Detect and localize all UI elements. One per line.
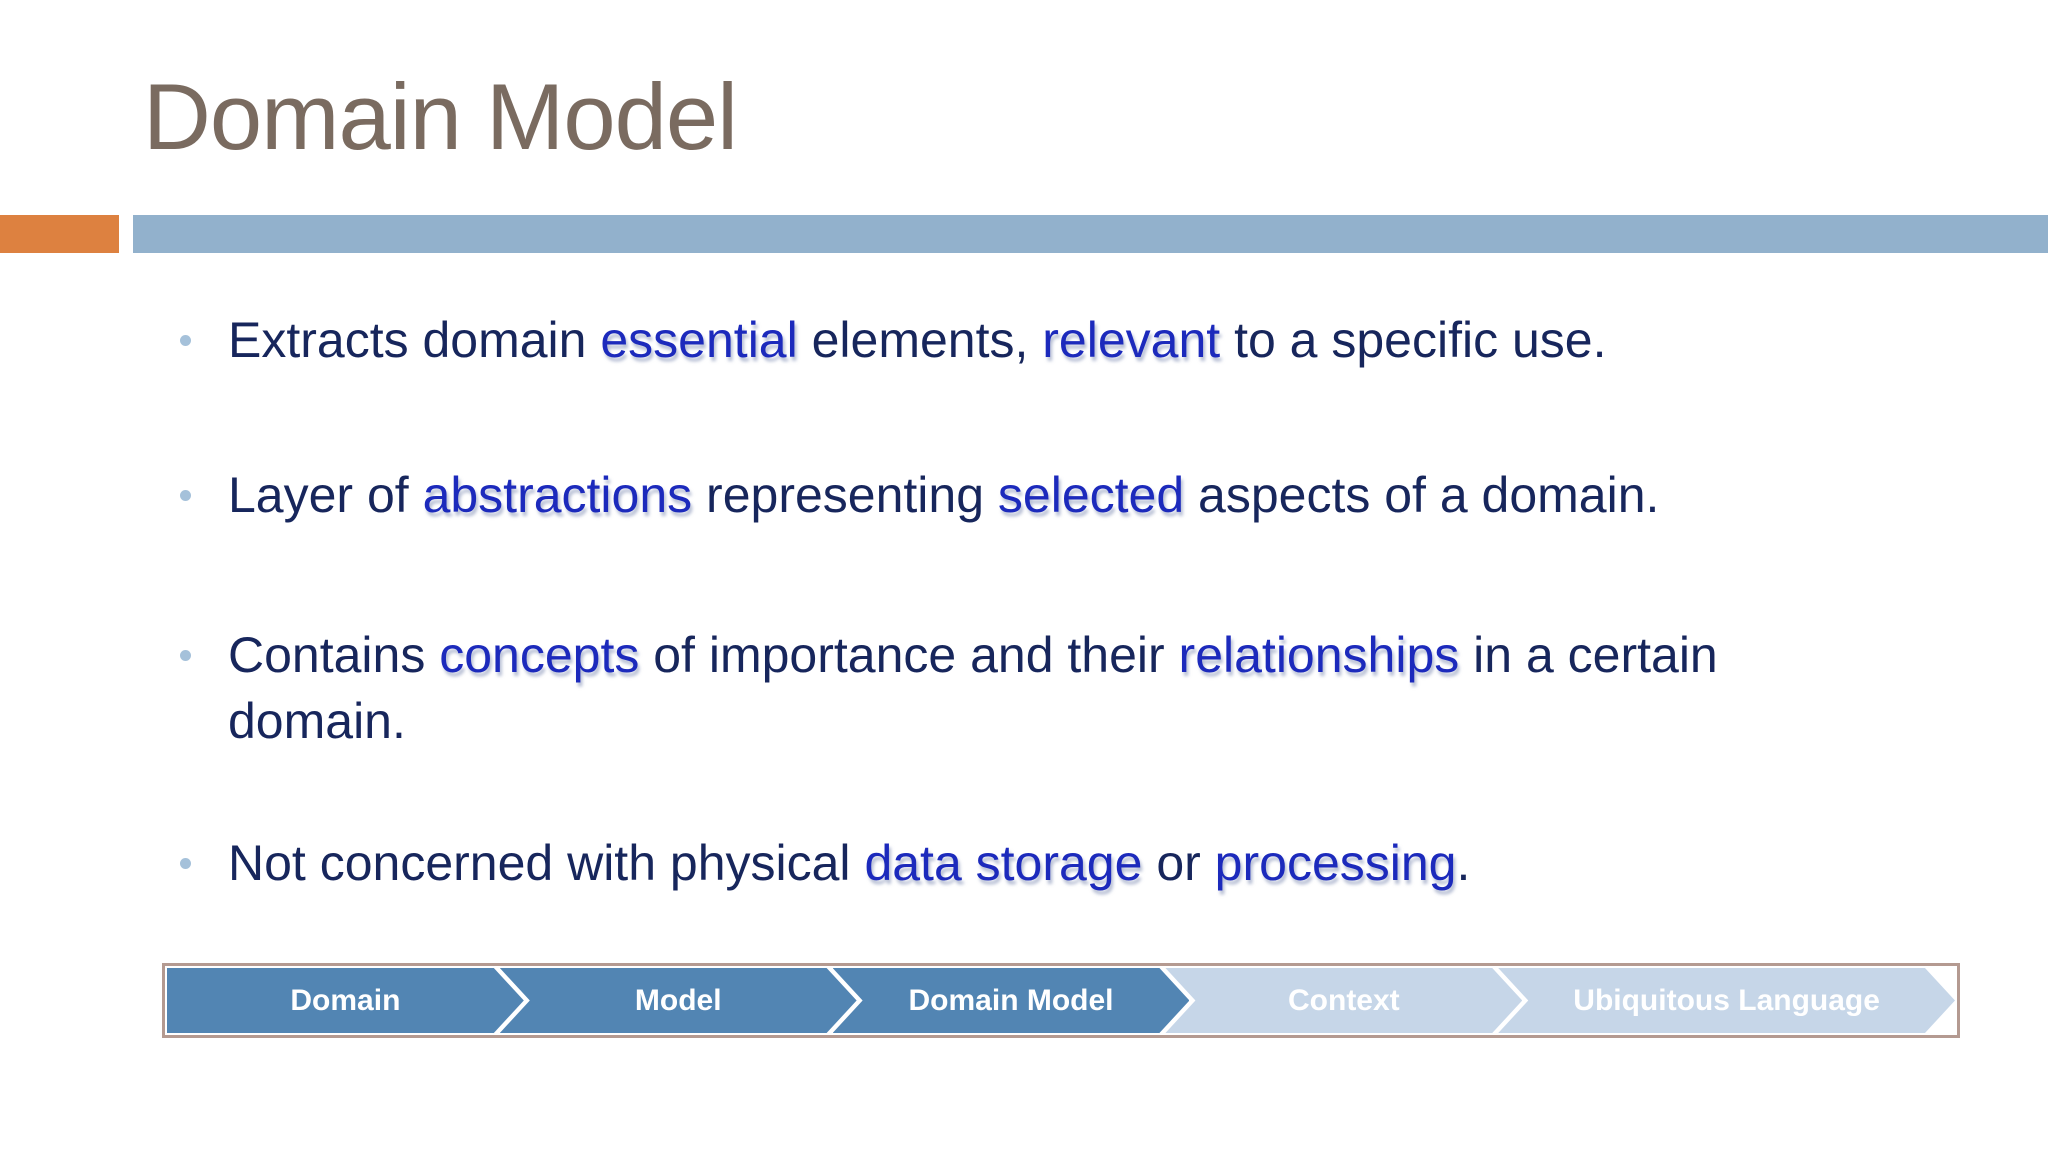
process-step-context: Context	[1165, 968, 1522, 1033]
bullet-text-highlighted: data storage	[864, 835, 1143, 891]
bullet-text: of importance and their	[639, 627, 1179, 683]
accent-orange-block	[0, 215, 119, 253]
bullet-line: Contains concepts of importance and thei…	[228, 622, 1718, 688]
bullet-item: Extracts domain essential elements, rele…	[179, 307, 1606, 373]
bullet-text: in a certain	[1459, 627, 1718, 683]
bullet-line: Not concerned with physical data storage…	[228, 830, 1470, 896]
process-step-domain: Domain	[167, 968, 524, 1033]
bullet-text-highlighted: processing	[1214, 835, 1457, 891]
bullet-text-highlighted: concepts	[439, 627, 640, 683]
accent-blue-band	[133, 215, 2048, 253]
bullet-item: Layer of abstractions representing selec…	[179, 462, 1659, 528]
bullet-line: Extracts domain essential elements, rele…	[228, 307, 1606, 373]
bullet-text-highlighted: essential	[600, 312, 798, 368]
bullet-text-highlighted: selected	[997, 467, 1185, 523]
bullet-item: Contains concepts of importance and thei…	[180, 622, 1718, 754]
process-step-model: Model	[500, 968, 857, 1033]
bullet-text-highlighted: relationships	[1178, 627, 1460, 683]
bullet-text: .	[1456, 835, 1471, 891]
slide-title: Domain Model	[143, 64, 738, 169]
process-step-domain-model: Domain Model	[833, 968, 1190, 1033]
bullet-text-highlighted: relevant	[1042, 312, 1221, 368]
bullet-item: Not concerned with physical data storage…	[179, 830, 1470, 896]
bullet-text: elements,	[797, 312, 1043, 368]
bullet-line: Layer of abstractions representing selec…	[228, 462, 1659, 528]
bullet-text: Layer of	[228, 467, 423, 523]
bullet-text: domain.	[228, 693, 406, 749]
bullet-text: Not concerned with physical	[228, 835, 865, 891]
bullet-text-highlighted: abstractions	[422, 467, 693, 523]
bullet-text: Contains	[228, 627, 440, 683]
bullet-line: domain.	[228, 688, 1718, 754]
bullet-text: Extracts domain	[228, 312, 601, 368]
bullet-text: to a specific use.	[1220, 312, 1607, 368]
bullet-text: representing	[692, 467, 998, 523]
process-step-ubiquitous-language: Ubiquitous Language	[1498, 968, 1955, 1033]
bullet-text: aspects of a domain.	[1184, 467, 1660, 523]
bullet-text: or	[1142, 835, 1215, 891]
